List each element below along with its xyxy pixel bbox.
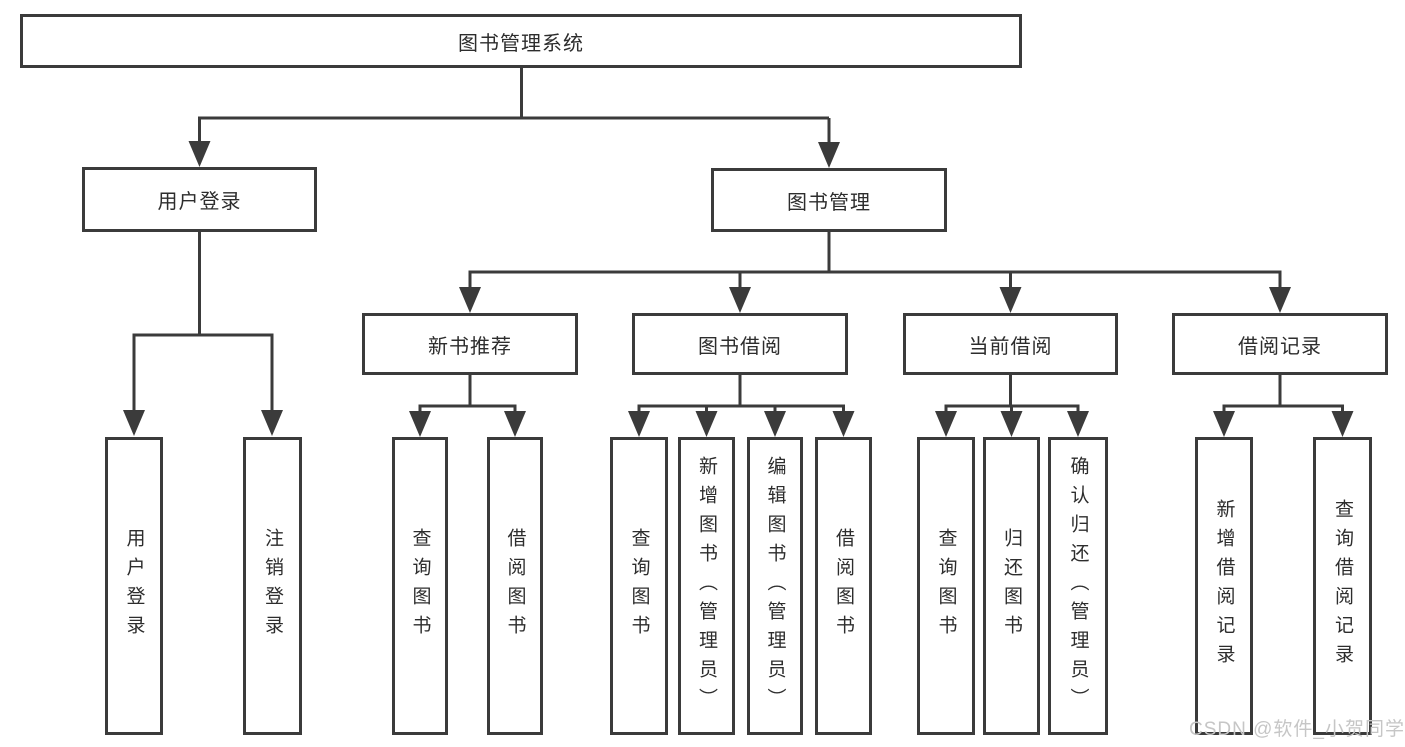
connector-borrow-records-to-leaves — [1213, 375, 1354, 437]
arrow-down-icon — [818, 142, 840, 168]
node-user-login: 用户登录 — [82, 167, 317, 232]
connector-new-books-to-leaves — [409, 375, 526, 437]
leaf-logout: 注销登录 — [243, 437, 302, 735]
leaf-query-books-newbooks: 查询图书 — [392, 437, 448, 735]
arrow-down-icon — [459, 287, 481, 313]
leaf-return-books: 归还图书 — [983, 437, 1040, 735]
node-label: 归还图书 — [1001, 528, 1022, 644]
arrow-down-icon — [729, 287, 751, 313]
connector-root-to-level2 — [188, 68, 840, 168]
arrow-down-icon — [1269, 287, 1291, 313]
node-label: 新增图书（管理员） — [696, 455, 717, 717]
leaf-add-borrow-record: 新增借阅记录 — [1195, 437, 1253, 735]
arrow-down-icon — [261, 410, 283, 436]
node-label: 确认归还（管理员） — [1067, 455, 1089, 717]
arrow-down-icon — [1331, 411, 1354, 437]
node-label: 注销登录 — [262, 528, 283, 644]
leaf-query-books-current: 查询图书 — [917, 437, 975, 735]
arrow-down-icon — [1213, 411, 1235, 437]
arrow-down-icon — [504, 411, 526, 437]
node-root-library-system: 图书管理系统 — [20, 14, 1022, 68]
connector-book-mgmt-to-level3 — [459, 232, 1291, 313]
arrow-down-icon — [628, 411, 650, 437]
leaf-query-borrow-record: 查询借阅记录 — [1313, 437, 1372, 735]
node-label: 新增借阅记录 — [1213, 499, 1235, 673]
node-label: 借阅图书 — [504, 528, 526, 644]
node-label: 图书借阅 — [698, 335, 782, 358]
connector-book-borrow-to-leaves — [628, 375, 855, 437]
arrow-down-icon — [764, 411, 786, 437]
leaf-borrow-books-newbooks: 借阅图书 — [487, 437, 543, 735]
node-book-management: 图书管理 — [711, 168, 947, 232]
arrow-down-icon — [832, 411, 855, 437]
csdn-watermark: CSDN @软件_小贺同学 — [1189, 719, 1405, 740]
node-label: 图书管理 — [787, 191, 871, 214]
connector-user-login-to-leaves — [123, 232, 283, 436]
node-book-borrowing: 图书借阅 — [632, 313, 848, 375]
arrow-down-icon — [935, 411, 957, 437]
arrow-down-icon — [1067, 411, 1089, 437]
arrow-down-icon — [1000, 411, 1023, 437]
node-label: 图书管理系统 — [458, 32, 584, 55]
node-label: 查询图书 — [935, 528, 957, 644]
leaf-user-login: 用户登录 — [105, 437, 163, 735]
leaf-edit-books-admin: 编辑图书（管理员） — [747, 437, 803, 735]
node-label: 借阅图书 — [833, 528, 854, 644]
node-label: 借阅记录 — [1238, 335, 1322, 358]
node-label: 新书推荐 — [428, 335, 512, 358]
node-label: 查询借阅记录 — [1332, 499, 1353, 673]
leaf-query-books-borrowing: 查询图书 — [610, 437, 668, 735]
arrow-down-icon — [409, 411, 431, 437]
node-new-book-recommend: 新书推荐 — [362, 313, 578, 375]
node-label: 用户登录 — [123, 528, 145, 644]
arrow-down-icon — [123, 410, 145, 436]
node-label: 用户登录 — [157, 191, 242, 213]
node-current-borrowing: 当前借阅 — [903, 313, 1118, 375]
arrow-down-icon — [188, 141, 211, 167]
node-label: 当前借阅 — [968, 335, 1053, 358]
node-borrowing-records: 借阅记录 — [1172, 313, 1388, 375]
leaf-add-books-admin: 新增图书（管理员） — [678, 437, 735, 735]
leaf-borrow-books-borrowing: 借阅图书 — [815, 437, 872, 735]
arrow-down-icon — [695, 411, 718, 437]
node-label: 编辑图书（管理员） — [764, 455, 786, 717]
connector-current-borrow-to-leaves — [935, 375, 1089, 437]
leaf-confirm-return-admin: 确认归还（管理员） — [1048, 437, 1108, 735]
node-label: 查询图书 — [628, 528, 650, 644]
arrow-down-icon — [999, 287, 1022, 313]
node-label: 查询图书 — [409, 528, 431, 644]
